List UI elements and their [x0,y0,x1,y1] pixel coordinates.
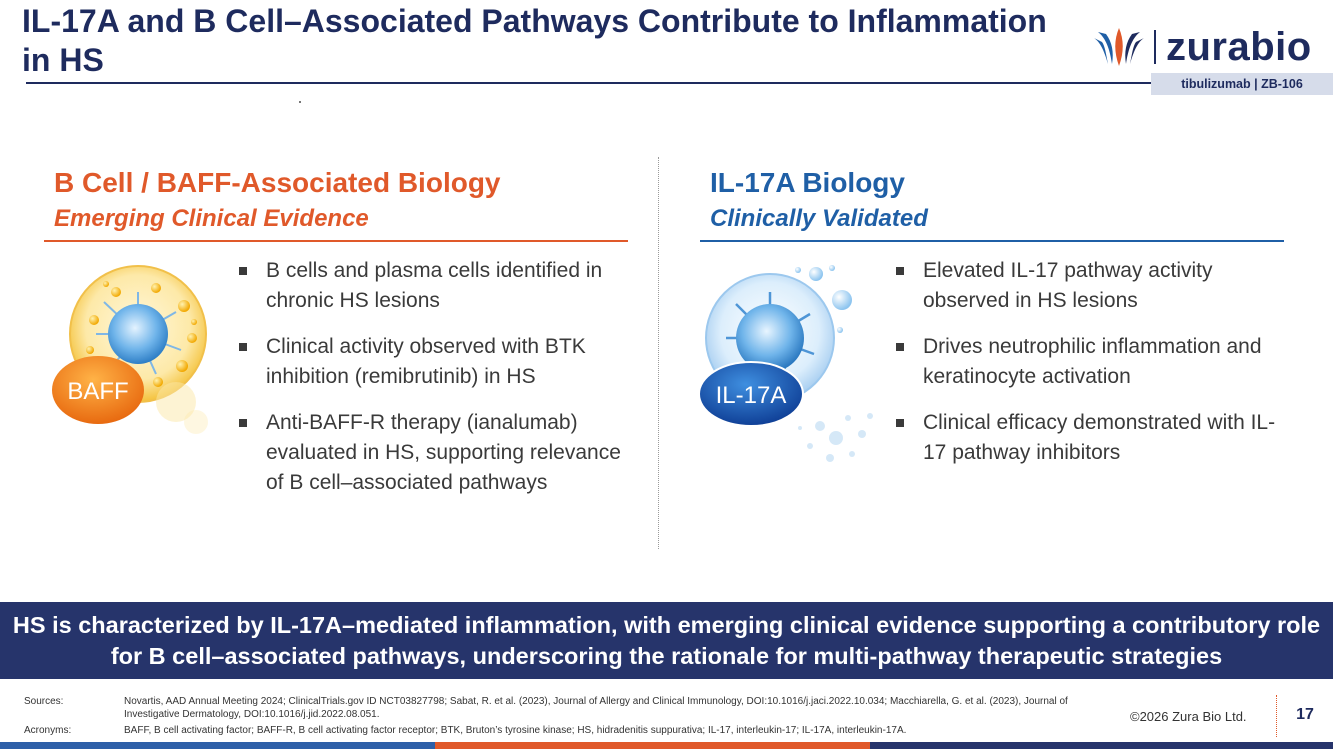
logo-wordmark: zurabio [1166,25,1312,69]
il17a-cell-illustration: IL-17A [698,265,873,462]
left-bullet-list: B cells and plasma cells identified in c… [236,256,632,514]
summary-banner: HS is characterized by IL-17A–mediated i… [0,602,1333,679]
left-panel-subtitle: Emerging Clinical Evidence [54,205,369,232]
right-bullet-1: Elevated IL-17 pathway activity observed… [893,256,1293,316]
left-panel-rule [44,240,628,242]
baff-badge-label: BAFF [67,378,128,405]
column-divider [658,157,659,549]
left-bullet-3: Anti-BAFF-R therapy (ianalumab) evaluate… [236,408,632,498]
acronyms-text: BAFF, B cell activating factor; BAFF-R, … [124,725,907,736]
right-panel-title: IL-17A Biology [710,167,905,198]
stray-dot [299,101,301,103]
b-cell-baff-illustration: BAFF [52,265,208,434]
zurabio-logo: zurabio [1092,22,1318,72]
copyright: ©2026 Zura Bio Ltd. [1130,709,1247,724]
left-bullet-1: B cells and plasma cells identified in c… [236,256,632,316]
bottom-bar-blue [0,742,435,749]
bullet-square-icon [239,419,247,427]
left-panel-title: B Cell / BAFF-Associated Biology [54,167,501,198]
bottom-bar-navy [870,742,1333,749]
footer-separator [1276,695,1277,737]
bottom-bar-orange [435,742,870,749]
sources-label: Sources: [24,696,64,707]
right-panel-subtitle: Clinically Validated [710,205,928,232]
right-bullet-list: Elevated IL-17 pathway activity observed… [893,256,1293,484]
il17a-badge-label: IL-17A [716,382,787,409]
slide-title: IL-17A and B Cell–Associated Pathways Co… [22,3,1047,78]
zurabio-flame-logo-icon [1094,28,1144,66]
logo-separator [1154,30,1156,64]
sources-text: Novartis, AAD Annual Meeting 2024; Clini… [124,696,1068,720]
bullet-square-icon [239,267,247,275]
right-bullet-2: Drives neutrophilic inflammation and ker… [893,332,1293,392]
right-panel-rule [700,240,1284,242]
bullet-square-icon [896,343,904,351]
bullet-square-icon [896,419,904,427]
product-tag: tibulizumab | ZB-106 [1151,73,1333,95]
acronyms-label: Acronyms: [24,725,72,736]
right-bullet-3: Clinical efficacy demonstrated with IL-1… [893,408,1293,468]
bullet-square-icon [239,343,247,351]
bullet-square-icon [896,267,904,275]
title-underline [26,82,1156,84]
page-number: 17 [1296,706,1314,723]
left-bullet-2: Clinical activity observed with BTK inhi… [236,332,632,392]
